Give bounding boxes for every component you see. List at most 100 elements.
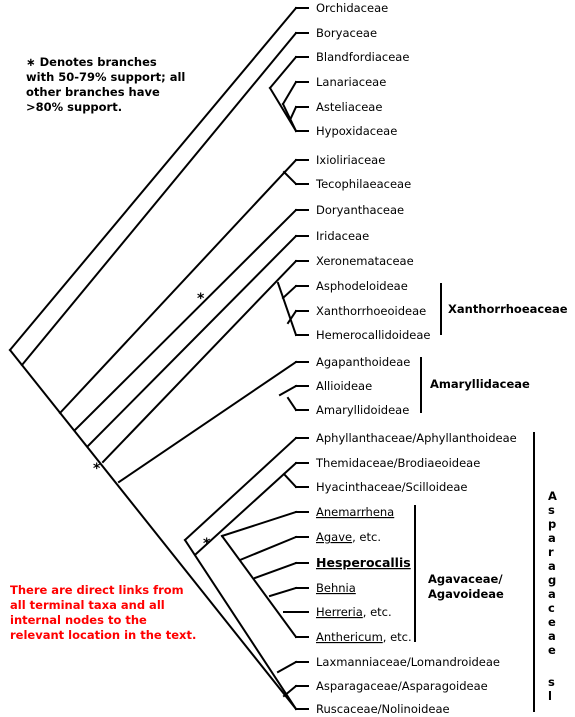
branch-16 xyxy=(286,309,298,325)
branch-15 xyxy=(281,284,298,300)
branch-3 xyxy=(20,31,298,367)
taxon-suffix-anthericum: , etc. xyxy=(383,630,412,644)
taxon-label-boryaceae: Boryaceae xyxy=(316,26,377,40)
support-star-1: * xyxy=(197,291,205,307)
taxon-anemarrhena[interactable]: Anemarrhena xyxy=(316,505,394,519)
vertical-letter: s xyxy=(548,675,555,689)
vertical-letter: s xyxy=(548,503,555,517)
links-info-note: There are direct links from all terminal… xyxy=(10,583,197,642)
branch-30 xyxy=(276,660,298,674)
group-brackets xyxy=(414,283,535,712)
taxon-label-hypoxidaceae: Hypoxidaceae xyxy=(316,124,397,138)
branch-27 xyxy=(253,561,298,580)
branch-26 xyxy=(238,535,298,562)
vertical-letter: a xyxy=(548,531,556,545)
taxon-label-blandfordiaceae: Blandfordiaceae xyxy=(316,50,409,64)
taxon-orchidaceae: Orchidaceae xyxy=(316,1,388,15)
group-label-agavaceae-line2: Agavoideae xyxy=(428,587,504,601)
taxon-label-tecophilaeaceae: Tecophilaeaceae xyxy=(315,177,411,191)
vertical-letter: e xyxy=(548,615,556,629)
taxon-label-asteliaceae: Asteliaceae xyxy=(316,100,382,114)
taxon-label-herreria[interactable]: Herreria xyxy=(316,605,363,619)
taxon-label-hemerocallidoideae: Hemerocallidoideae xyxy=(316,328,431,342)
taxon-label-ixioliriaceae: Ixioliriaceae xyxy=(316,153,385,167)
support-star-2: * xyxy=(93,461,101,477)
branch-19 xyxy=(286,396,298,412)
taxon-label-laxmanniaceae: Laxmanniaceae/Lomandroideae xyxy=(316,655,500,669)
branch-21 xyxy=(183,538,298,711)
taxon-xanthorrhoeoideae: Xanthorrhoeoideae xyxy=(316,304,426,318)
support-markers: * * * xyxy=(93,291,211,552)
branch-8 xyxy=(288,105,298,122)
taxon-agave[interactable]: Agave, etc. xyxy=(316,530,381,544)
branch-23 xyxy=(282,472,298,489)
vertical-letter: c xyxy=(548,601,555,615)
vertical-letter: a xyxy=(548,629,556,643)
taxon-suffix-agave: , etc. xyxy=(352,530,381,544)
branch-1 xyxy=(8,6,298,352)
taxon-asphodeloideae: Asphodeloideae xyxy=(316,279,408,293)
taxon-iridaceae: Iridaceae xyxy=(316,229,369,243)
branch-24 xyxy=(220,510,298,538)
taxon-label-amaryllidoideae: Amaryllidoideae xyxy=(316,403,409,417)
taxon-hemerocallidoideae: Hemerocallidoideae xyxy=(316,328,431,342)
taxon-label-anthericum[interactable]: Anthericum xyxy=(316,630,383,644)
vertical-letter: a xyxy=(548,587,556,601)
branch-31 xyxy=(282,684,298,698)
vertical-letter: e xyxy=(548,643,556,657)
taxon-hyacinthaceae: Hyacinthaceae/Scilloideae xyxy=(316,480,467,494)
vertical-letter: g xyxy=(548,573,556,587)
taxon-anthericum[interactable]: Anthericum, etc. xyxy=(316,630,412,644)
taxon-label-xanthorrhoeoideae: Xanthorrhoeoideae xyxy=(316,304,426,318)
taxon-label-themidaceae: Themidaceae/Brodiaeoideae xyxy=(315,456,480,470)
taxon-agapanthoideae: Agapanthoideae xyxy=(316,355,410,369)
branch-22 xyxy=(194,461,298,556)
branch-20 xyxy=(183,436,298,542)
taxon-ruscaceae: Ruscaceae/Nolinoideae xyxy=(316,702,450,716)
taxon-label-asparagaceae-sub: Asparagaceae/Asparagoideae xyxy=(316,679,488,693)
vertical-letter: p xyxy=(548,517,556,531)
taxon-label-lanariaceae: Lanariaceae xyxy=(316,75,386,89)
branch-4 xyxy=(268,55,298,90)
taxon-label-hesperocallis[interactable]: Hesperocallis xyxy=(316,555,411,570)
branch-7 xyxy=(281,102,298,133)
taxon-label-allioideae: Allioideae xyxy=(316,379,372,393)
branch-10 xyxy=(282,170,298,186)
branch-28 xyxy=(268,586,298,598)
branch-12 xyxy=(86,234,298,448)
group-labels: Xanthorrhoeaceae Amaryllidaceae Agavacea… xyxy=(428,302,568,703)
branch-17 xyxy=(117,360,298,484)
taxon-behnia[interactable]: Behnia xyxy=(316,581,356,595)
taxon-allioideae: Allioideae xyxy=(316,379,372,393)
vertical-letter: l xyxy=(548,689,552,703)
vertical-letter: a xyxy=(548,559,556,573)
taxon-ixioliriaceae: Ixioliriaceae xyxy=(316,153,385,167)
taxon-label-asphodeloideae: Asphodeloideae xyxy=(316,279,408,293)
branch-2 xyxy=(8,348,298,711)
branch-13 xyxy=(101,259,298,464)
taxon-asteliaceae: Asteliaceae xyxy=(316,100,382,114)
taxon-boryaceae: Boryaceae xyxy=(316,26,377,40)
taxon-label-behnia[interactable]: Behnia xyxy=(316,581,356,595)
taxon-label-hyacinthaceae: Hyacinthaceae/Scilloideae xyxy=(316,480,467,494)
taxon-label-agave[interactable]: Agave xyxy=(316,530,352,544)
taxon-hesperocallis[interactable]: Hesperocallis xyxy=(316,555,411,570)
taxon-herreria[interactable]: Herreria, etc. xyxy=(316,605,392,619)
taxon-label-anemarrhena[interactable]: Anemarrhena xyxy=(316,505,394,519)
taxon-asparagaceae-sub: Asparagaceae/Asparagoideae xyxy=(316,679,488,693)
group-label-agavaceae-line1: Agavaceae/ xyxy=(428,572,503,586)
taxon-label-orchidaceae: Orchidaceae xyxy=(316,1,388,15)
group-label-amaryllidaceae: Amaryllidaceae xyxy=(430,377,530,391)
taxon-suffix-herreria: , etc. xyxy=(363,605,392,619)
taxon-blandfordiaceae: Blandfordiaceae xyxy=(316,50,409,64)
taxon-label-aphyllanthaceae: Aphyllanthaceae/Aphyllanthoideae xyxy=(316,431,517,445)
taxon-doryanthaceae: Doryanthaceae xyxy=(316,203,404,217)
taxon-label-doryanthaceae: Doryanthaceae xyxy=(316,203,404,217)
taxon-labels: OrchidaceaeBoryaceaeBlandfordiaceaeLanar… xyxy=(315,1,517,716)
taxon-hypoxidaceae: Hypoxidaceae xyxy=(316,124,397,138)
branch-18 xyxy=(278,384,298,397)
taxon-label-agapanthoideae: Agapanthoideae xyxy=(316,355,410,369)
taxon-label-ruscaceae: Ruscaceae/Nolinoideae xyxy=(316,702,450,716)
branch-25 xyxy=(220,534,298,639)
